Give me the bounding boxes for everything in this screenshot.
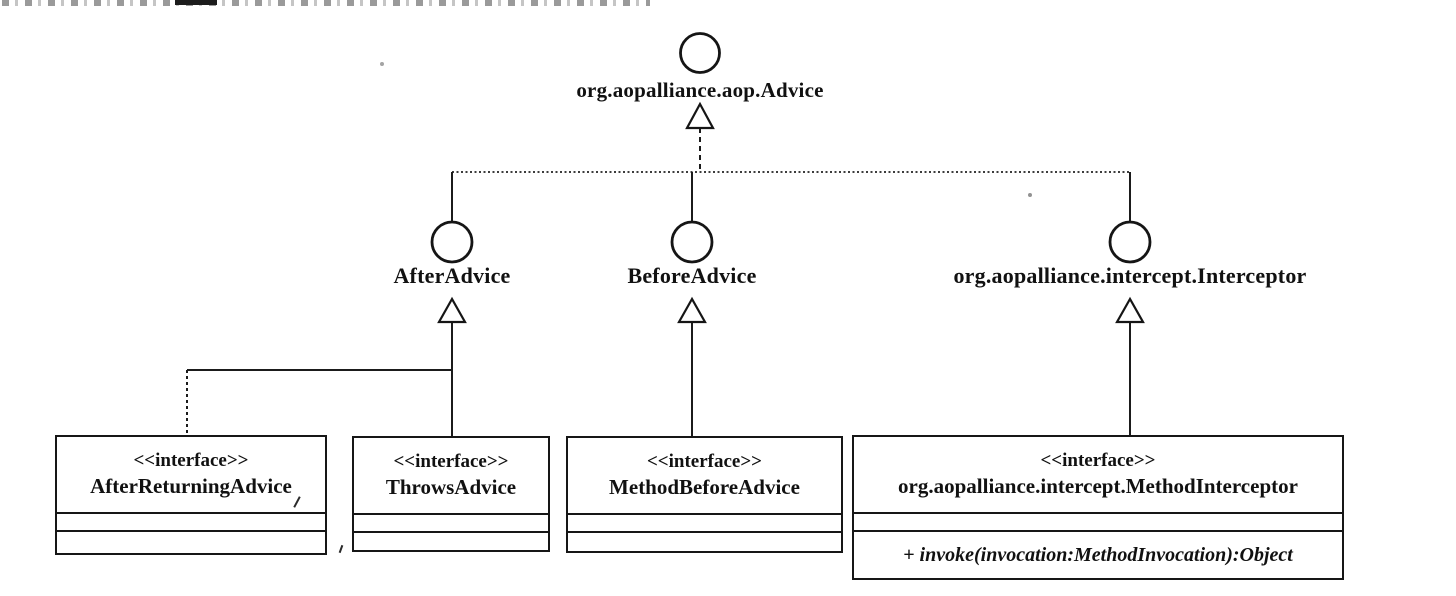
root-interface-label: org.aopalliance.aop.Advice bbox=[576, 78, 824, 102]
class-name: AfterReturningAdvice bbox=[90, 473, 292, 498]
operations-compartment: + invoke(invocation:MethodInvocation):Ob… bbox=[854, 530, 1342, 578]
afteradvice-label: AfterAdvice bbox=[393, 263, 511, 288]
scan-artifact-dark-block bbox=[175, 0, 217, 5]
interceptor-label: org.aopalliance.intercept.Interceptor bbox=[953, 263, 1307, 288]
class-title-compartment: <<interface>> ThrowsAdvice bbox=[354, 438, 548, 513]
stereotype-label: <<interface>> bbox=[646, 450, 763, 472]
class-title-compartment: <<interface>> AfterReturningAdvice bbox=[57, 437, 325, 512]
class-box-afterreturningadvice: <<interface>> AfterReturningAdvice bbox=[55, 435, 327, 555]
attributes-compartment bbox=[354, 513, 548, 531]
class-name: ThrowsAdvice bbox=[385, 474, 517, 499]
class-box-throwsadvice: <<interface>> ThrowsAdvice bbox=[352, 436, 550, 552]
generalization-arrowhead-root bbox=[685, 101, 715, 130]
class-box-methodinterceptor: <<interface>> org.aopalliance.intercept.… bbox=[852, 435, 1344, 580]
stereotype-label: <<interface>> bbox=[133, 449, 249, 471]
operations-compartment bbox=[57, 530, 325, 553]
interface-lollipop-root bbox=[679, 32, 721, 74]
beforeadvice-label: BeforeAdvice bbox=[627, 263, 757, 288]
stereotype-label: <<interface>> bbox=[393, 450, 509, 472]
stereotype-label: <<interface>> bbox=[1040, 449, 1156, 471]
class-title-compartment: <<interface>> MethodBeforeAdvice bbox=[568, 438, 841, 513]
attributes-compartment bbox=[57, 512, 325, 530]
attributes-compartment bbox=[568, 513, 841, 531]
generalization-arrowhead-interceptor bbox=[1115, 296, 1145, 324]
operations-compartment bbox=[568, 531, 841, 551]
generalization-arrowhead-afteradvice bbox=[437, 296, 467, 324]
class-name: MethodBeforeAdvice bbox=[609, 474, 800, 499]
class-title-compartment: <<interface>> org.aopalliance.intercept.… bbox=[854, 437, 1342, 512]
class-name: org.aopalliance.intercept.MethodIntercep… bbox=[898, 473, 1298, 498]
scan-speck bbox=[380, 62, 384, 66]
generalization-arrowhead-beforeadvice bbox=[677, 296, 707, 324]
method-signature: + invoke(invocation:MethodInvocation):Ob… bbox=[903, 543, 1293, 566]
interface-lollipop-beforeadvice bbox=[670, 220, 714, 264]
scan-speck bbox=[1028, 193, 1032, 197]
class-box-methodbeforeadvice: <<interface>> MethodBeforeAdvice bbox=[566, 436, 843, 553]
interface-lollipop-afteradvice bbox=[430, 220, 474, 264]
operations-compartment bbox=[354, 531, 548, 550]
scan-artifact-strip bbox=[2, 0, 650, 6]
attributes-compartment bbox=[854, 512, 1342, 530]
interface-lollipop-interceptor bbox=[1108, 220, 1152, 264]
